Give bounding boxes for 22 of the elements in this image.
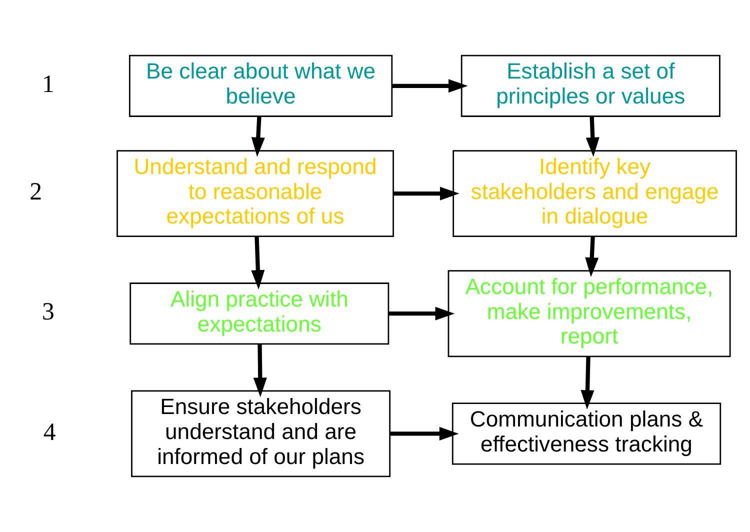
arrow [586,116,600,157]
node-box: Identify key stakeholders and engage in dialogue [452,150,737,238]
arrow [390,426,459,440]
arrow [392,79,468,93]
label: 1 [42,70,54,98]
label: 2 [30,178,42,206]
node-box: Establish a set of principles or values [460,54,720,117]
arrow [251,116,265,157]
node-box: Align practice with expectations [130,282,390,345]
node-box: Account for performance, make improvements, report [448,270,731,358]
arrow [580,356,594,410]
arrow [253,344,267,398]
arrow [388,306,455,320]
label: 3 [42,298,54,326]
node-box: Understand and respond to reasonable expectations of us [116,150,394,238]
node-box: Ensure stakeholders understand and are informed of our plans [131,390,391,478]
node-box: Communication plans & effectiveness tracking [452,402,722,465]
arrow [394,186,460,200]
arrow [251,236,265,290]
arrow [585,236,599,277]
node-box: Be clear about what we believe [128,54,393,117]
label: 4 [43,418,56,446]
